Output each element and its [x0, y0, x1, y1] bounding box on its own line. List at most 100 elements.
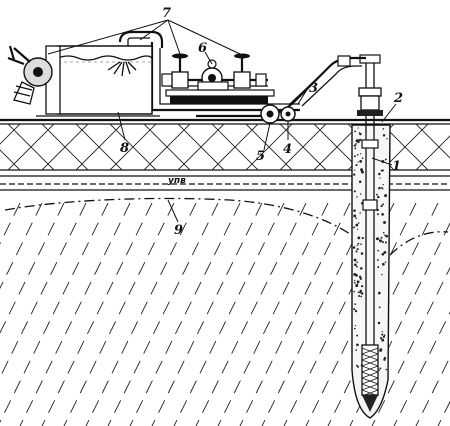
aquifer-hatch-line [129, 203, 241, 426]
aquifer-hatch-line [415, 203, 450, 426]
gravel-dot [353, 209, 356, 212]
gravel-dot [359, 212, 361, 214]
gravel-dot [357, 222, 360, 224]
gravel-dot [353, 144, 356, 147]
gravel-dot [381, 252, 385, 256]
gravel-dot [383, 234, 386, 236]
gravel-dot [379, 367, 382, 370]
gravel-dot [354, 169, 356, 171]
gravel-dot [360, 168, 364, 172]
water-tank [36, 45, 160, 117]
leader-lines [47, 19, 397, 223]
gravel-dot [353, 258, 357, 262]
gravel-dot [355, 364, 358, 367]
fan-unit [7, 45, 53, 105]
gravel-dot [360, 170, 364, 174]
screen-mesh-line [361, 371, 379, 379]
gravel-dot [381, 212, 384, 216]
gravel-dot [354, 130, 356, 133]
label-3: 3 [309, 81, 318, 96]
wellhead [357, 54, 383, 116]
screen-mesh-line [361, 365, 379, 373]
gravel-dot [360, 292, 364, 295]
gravel-dot [358, 294, 361, 298]
gravel-dot [383, 356, 387, 360]
gravel-dot [357, 127, 359, 129]
label-4: 4 [283, 142, 292, 157]
filter-tip [362, 395, 378, 412]
gravel-dot [381, 169, 384, 172]
aquifer-hatch-line [283, 203, 395, 426]
gravel-dot [386, 138, 388, 140]
hatch-line [41, 123, 89, 170]
gravel-dot [356, 153, 359, 156]
gravel-dot [359, 291, 361, 294]
gravel-dot [382, 231, 385, 234]
pipe-coupling-upper [361, 139, 379, 149]
gravel-dot [382, 203, 384, 206]
gravel-dot [382, 128, 385, 130]
gravel-dot [382, 134, 386, 137]
gravel-dot [381, 338, 385, 342]
gravel-dot [382, 183, 384, 186]
gravel-dot [355, 250, 358, 253]
gravel-dot [380, 236, 383, 239]
aquifer-hatch-line [63, 203, 175, 426]
gravel-dot [377, 249, 379, 252]
hatch-line [75, 123, 123, 170]
aquifer-hatch-line [305, 203, 417, 426]
gravel-dot [354, 325, 357, 327]
aquifer-hatch-line [85, 203, 197, 426]
gravel-dot [356, 228, 359, 230]
valve-manifold [161, 53, 275, 104]
delivery-hose [289, 55, 366, 107]
gravel-dot [357, 242, 360, 245]
gravel-dot [377, 291, 381, 295]
gravel-dot [356, 334, 359, 337]
hatch-line [7, 123, 55, 170]
gravel-dot [381, 273, 383, 276]
gravel-dot [354, 303, 357, 306]
gravel-dot [377, 321, 381, 325]
aquifer-hatch-line [0, 203, 109, 426]
gravel-dot [360, 252, 364, 255]
gravel-dot [385, 241, 387, 243]
gravel-dot [361, 236, 364, 240]
gravel-dot [356, 261, 358, 264]
gravel-dot [382, 335, 386, 338]
gravel-dot [359, 277, 363, 280]
gravel-dot [359, 160, 363, 163]
gravel-dot [354, 263, 357, 267]
gravel-dot [378, 306, 381, 309]
gravel-dot [384, 159, 387, 161]
aquifer-hatch-line [371, 203, 450, 426]
gravel-dot [357, 161, 359, 163]
gravel-dot [356, 343, 359, 347]
depression-curve-left [4, 197, 371, 251]
water-level-label: упв [168, 176, 186, 186]
gravel-dot [385, 234, 388, 238]
gravel-dot [377, 266, 380, 269]
label-9: 9 [174, 223, 183, 238]
aquifer-hatch-line [217, 203, 329, 426]
gravel-dot [359, 193, 362, 195]
gravel-dot [382, 262, 385, 266]
gravel-dot [383, 250, 387, 254]
aquifer-hatch-line [195, 203, 307, 426]
gravel-dot [375, 237, 379, 241]
hatch-line [109, 123, 157, 170]
aquifer-hatch-line [437, 203, 450, 426]
gravel-dot [377, 195, 380, 199]
gravel-dot [353, 214, 357, 218]
gravel-dot [384, 261, 387, 264]
aquifer-hatch-line [0, 203, 21, 426]
gravel-dot [361, 157, 364, 159]
gravel-dot [379, 349, 382, 352]
aquifer-hatch-line [173, 203, 285, 426]
aquifer-hatch-line [19, 203, 131, 426]
gravel-dot [357, 291, 360, 294]
aquifer-hatch-line [41, 203, 153, 426]
label-2: 2 [393, 91, 403, 106]
gravel-dot [356, 196, 358, 198]
gravel-dot [358, 180, 362, 184]
